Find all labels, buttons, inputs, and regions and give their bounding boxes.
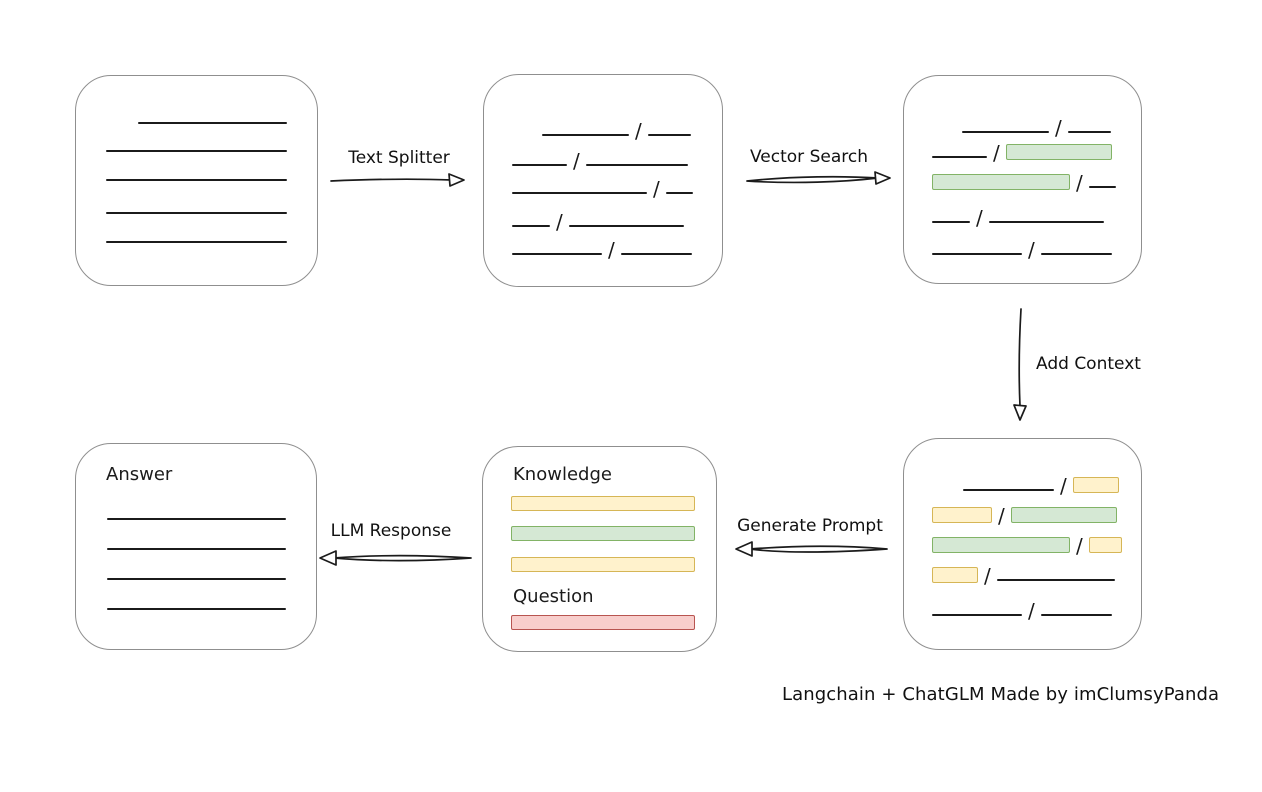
slash-mark: / — [976, 206, 983, 230]
generate-prompt-label: Generate Prompt — [737, 516, 883, 536]
vector-search-label: Vector Search — [750, 147, 868, 167]
chunk-highlight-yellow — [932, 507, 992, 523]
chunk-row: / — [932, 564, 1115, 588]
add-context-label: Add Context — [1036, 354, 1141, 374]
answer-label: Answer — [106, 464, 173, 485]
text-splitter-arrow — [330, 173, 465, 187]
llm-response-arrow — [319, 550, 472, 566]
vector-search-arrow — [746, 171, 891, 185]
chunk-line — [932, 221, 970, 223]
chunk-row: / — [932, 504, 1117, 528]
chunk-line — [963, 489, 1054, 491]
chunk-row: / — [963, 474, 1119, 498]
slash-mark: / — [1060, 474, 1067, 498]
llm-response-label: LLM Response — [330, 521, 452, 541]
prompt-node: Knowledge Question — [482, 446, 717, 652]
chunk-row: / — [932, 534, 1122, 558]
chunk-row: / — [542, 119, 691, 143]
question-label: Question — [513, 586, 594, 607]
split-chunks-node: / / / / / — [483, 74, 723, 287]
slash-mark: / — [635, 119, 642, 143]
chunk-line — [962, 131, 1049, 133]
chunk-highlight-yellow — [1072, 477, 1119, 493]
chunk-line — [988, 221, 1104, 223]
chunk-line — [512, 192, 647, 194]
slash-mark: / — [993, 141, 1000, 165]
text-splitter-label: Text Splitter — [348, 148, 450, 168]
knowledge-bar-yellow — [511, 557, 695, 572]
chunk-line — [512, 225, 550, 227]
chunk-line — [932, 156, 987, 158]
chunk-highlight-yellow — [1088, 537, 1122, 553]
chunk-line — [996, 579, 1115, 581]
chunk-row: / — [932, 171, 1116, 195]
chunk-line — [647, 134, 691, 136]
slash-mark: / — [653, 177, 660, 201]
chunk-line — [542, 134, 629, 136]
text-line — [106, 241, 287, 243]
chunk-highlight-green — [1005, 144, 1112, 160]
chunk-row: / — [512, 210, 684, 234]
chunk-row: / — [512, 149, 688, 173]
knowledge-label: Knowledge — [513, 464, 612, 485]
slash-mark: / — [556, 210, 563, 234]
chunk-line — [665, 192, 693, 194]
add-context-arrow — [1013, 308, 1027, 421]
knowledge-bar-green — [511, 526, 695, 541]
slash-mark: / — [998, 504, 1005, 528]
chunk-line — [512, 253, 602, 255]
text-line — [106, 150, 287, 152]
chunk-row: / — [932, 206, 1104, 230]
slash-mark: / — [1076, 171, 1083, 195]
text-line — [106, 212, 287, 214]
text-line — [138, 122, 287, 124]
source-document-node — [75, 75, 318, 286]
text-line — [107, 608, 286, 610]
chunk-row: / — [512, 177, 693, 201]
context-chunks-node: / / / / / — [903, 438, 1142, 650]
slash-mark: / — [1028, 238, 1035, 262]
text-line — [107, 518, 286, 520]
chunk-line — [1040, 253, 1112, 255]
chunk-row: / — [962, 116, 1111, 140]
chunk-line — [1040, 614, 1112, 616]
chunk-row: / — [932, 599, 1112, 623]
chunk-row: / — [512, 238, 692, 262]
slash-mark: / — [1076, 534, 1083, 558]
answer-node: Answer — [75, 443, 317, 650]
knowledge-bar-yellow — [511, 496, 695, 511]
slash-mark: / — [608, 238, 615, 262]
slash-mark: / — [984, 564, 991, 588]
matched-chunks-node: / / / / / — [903, 75, 1142, 284]
text-line — [107, 578, 286, 580]
chunk-line — [1088, 186, 1116, 188]
text-line — [106, 179, 287, 181]
chunk-line — [585, 164, 688, 166]
diagram-caption: Langchain + ChatGLM Made by imClumsyPand… — [782, 684, 1220, 705]
slash-mark: / — [1055, 116, 1062, 140]
generate-prompt-arrow — [735, 541, 888, 557]
chunk-line — [512, 164, 567, 166]
chunk-line — [932, 614, 1022, 616]
chunk-line — [1067, 131, 1111, 133]
chunk-highlight-green — [1010, 507, 1117, 523]
chunk-highlight-yellow — [932, 567, 978, 583]
chunk-highlight-green — [932, 174, 1070, 190]
question-bar-red — [511, 615, 695, 630]
chunk-highlight-green — [932, 537, 1070, 553]
slash-mark: / — [573, 149, 580, 173]
chunk-line — [568, 225, 684, 227]
text-line — [107, 548, 286, 550]
chunk-row: / — [932, 238, 1112, 262]
chunk-line — [620, 253, 692, 255]
chunk-line — [932, 253, 1022, 255]
chunk-row: / — [932, 141, 1112, 165]
slash-mark: / — [1028, 599, 1035, 623]
